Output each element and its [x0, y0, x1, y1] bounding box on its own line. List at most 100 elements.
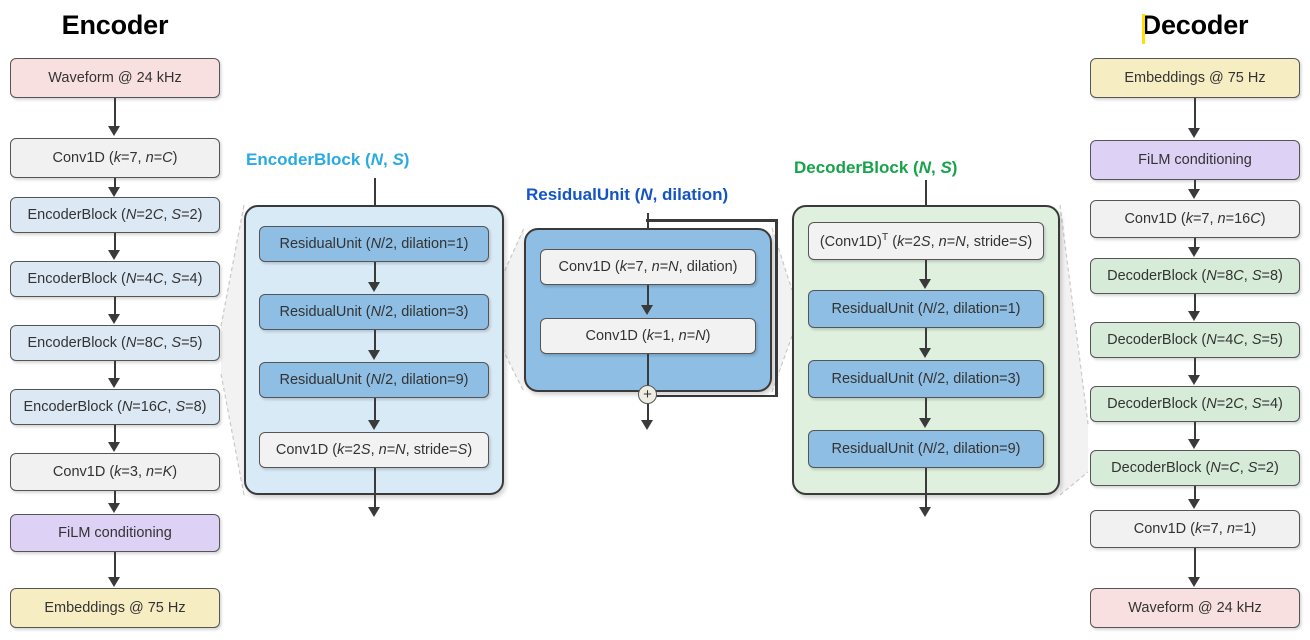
decoder-arrow-1 — [1193, 98, 1197, 129]
decoder-arrowhead-8 — [1188, 577, 1200, 587]
decoder-node-conv1d-out[interactable]: Conv1D (k=7, n=1) — [1090, 510, 1300, 548]
encoderblock-output-arrowhead — [368, 507, 380, 517]
encoderblock-residualunit-1[interactable]: ResidualUnit (N/2, dilation=1) — [259, 226, 489, 262]
decoder-node-decoderblock-4[interactable]: DecoderBlock (N=C, S=2) — [1090, 450, 1300, 486]
encoder-arrow-1 — [113, 98, 117, 127]
residual-skip-bottom — [652, 394, 778, 398]
residualunit-output-arrowhead — [641, 420, 653, 430]
encoderblock-arrowhead-3 — [368, 420, 380, 430]
decoder-node-embeddings[interactable]: Embeddings @ 75 Hz — [1090, 58, 1300, 98]
encoder-arrowhead-6 — [108, 442, 120, 452]
encoder-arrowhead-2 — [108, 187, 120, 197]
decoderblock-residualunit-1[interactable]: ResidualUnit (N/2, dilation=1) — [808, 290, 1044, 328]
decoder-arrowhead-4 — [1188, 311, 1200, 321]
encoder-node-encoderblock-4[interactable]: EncoderBlock (N=16C, S=8) — [10, 389, 220, 425]
node-label: EncoderBlock (N=8C, S=5) — [27, 334, 203, 351]
node-label: EncoderBlock (N=16C, S=8) — [23, 398, 207, 415]
decoderblock-arrow-2 — [924, 328, 928, 349]
node-label: (Conv1D)T (k=2S, n=N, stride=S) — [819, 231, 1033, 250]
decoderblock-output-arrow — [924, 468, 928, 508]
encoderblock-arrow-1 — [373, 262, 377, 283]
decoder-arrowhead-2 — [1188, 189, 1200, 199]
encoderblock-arrowhead-1 — [368, 282, 380, 292]
node-label: ResidualUnit (N/2, dilation=1) — [279, 235, 469, 252]
decoder-node-film[interactable]: FiLM conditioning — [1090, 140, 1300, 180]
encoderblock-residualunit-2[interactable]: ResidualUnit (N/2, dilation=3) — [259, 294, 489, 330]
residual-skip-right — [775, 219, 778, 397]
node-label: FiLM conditioning — [58, 524, 172, 541]
encoder-arrowhead-5 — [108, 378, 120, 388]
decoder-arrow-5 — [1193, 358, 1197, 376]
encoder-arrowhead-4 — [108, 314, 120, 324]
encoder-arrow-3 — [113, 233, 117, 251]
decoderblock-residualunit-2[interactable]: ResidualUnit (N/2, dilation=3) — [808, 360, 1044, 398]
node-label: Conv1D (k=7, n=16C) — [1124, 210, 1266, 227]
residualunit-arrowhead-1 — [641, 305, 653, 315]
encoderblock-panel-title: EncoderBlock (N, S) — [246, 150, 410, 169]
residualunit-conv1d-2[interactable]: Conv1D (k=1, n=N) — [540, 318, 756, 354]
decoder-arrow-6 — [1193, 422, 1197, 440]
decoderblock-panel-title: DecoderBlock (N, S) — [794, 158, 958, 177]
node-label: ResidualUnit (N/2, dilation=9) — [279, 371, 469, 388]
decoder-arrowhead-5 — [1188, 375, 1200, 385]
decoder-arrowhead-3 — [1188, 247, 1200, 257]
encoder-arrow-5 — [113, 361, 117, 379]
encoder-arrowhead-3 — [108, 250, 120, 260]
decoderblock-arrow-1 — [924, 260, 928, 280]
encoder-node-film[interactable]: FiLM conditioning — [10, 514, 220, 552]
encoderblock-input-arrow — [373, 178, 377, 218]
encoder-node-encoderblock-2[interactable]: EncoderBlock (N=4C, S=4) — [10, 261, 220, 297]
encoder-node-waveform[interactable]: Waveform @ 24 kHz — [10, 58, 220, 98]
decoder-node-decoderblock-3[interactable]: DecoderBlock (N=2C, S=4) — [1090, 386, 1300, 422]
decoder-node-conv1d-in[interactable]: Conv1D (k=7, n=16C) — [1090, 200, 1300, 238]
encoder-arrowhead-1 — [108, 126, 120, 136]
node-label: Waveform @ 24 kHz — [1128, 599, 1262, 616]
node-label: Conv1D (k=3, n=K) — [52, 463, 178, 480]
decoder-node-waveform[interactable]: Waveform @ 24 kHz — [1090, 588, 1300, 628]
residualunit-arrow-2 — [646, 354, 650, 386]
decoderblock-output-arrowhead — [919, 507, 931, 517]
node-label: ResidualUnit (N/2, dilation=3) — [831, 370, 1021, 387]
decoder-title: Decoder — [1090, 10, 1300, 44]
encoderblock-conv1d[interactable]: Conv1D (k=2S, n=N, stride=S) — [259, 432, 489, 468]
residualunit-input-arrow — [646, 213, 650, 237]
decoder-title-marker — [1141, 14, 1145, 44]
encoderblock-residualunit-3[interactable]: ResidualUnit (N/2, dilation=9) — [259, 362, 489, 398]
residualunit-arrow-1 — [646, 285, 650, 306]
encoder-node-conv1d-in[interactable]: Conv1D (k=7, n=C) — [10, 138, 220, 178]
encoder-arrow-7 — [113, 491, 117, 505]
encoder-arrow-6 — [113, 425, 117, 443]
decoderblock-arrowhead-1 — [919, 279, 931, 289]
node-label: DecoderBlock (N=C, S=2) — [1111, 459, 1279, 476]
decoderblock-residualunit-3[interactable]: ResidualUnit (N/2, dilation=9) — [808, 430, 1044, 468]
decoder-arrow-3 — [1193, 238, 1197, 249]
node-label: DecoderBlock (N=8C, S=8) — [1107, 267, 1283, 284]
encoder-node-encoderblock-1[interactable]: EncoderBlock (N=2C, S=2) — [10, 197, 220, 233]
node-label: DecoderBlock (N=2C, S=4) — [1107, 395, 1283, 412]
residualunit-conv1d-1[interactable]: Conv1D (k=7, n=N, dilation) — [540, 249, 756, 285]
node-label: Conv1D (k=7, n=N, dilation) — [558, 258, 738, 275]
decoderblock-convtranspose[interactable]: (Conv1D)T (k=2S, n=N, stride=S) — [808, 222, 1044, 260]
node-label: Embeddings @ 75 Hz — [44, 599, 186, 616]
decoder-arrowhead-7 — [1188, 499, 1200, 509]
encoder-arrow-4 — [113, 297, 117, 315]
encoder-title: Encoder — [61, 10, 169, 40]
node-label: Waveform @ 24 kHz — [48, 69, 182, 86]
decoder-arrowhead-6 — [1188, 439, 1200, 449]
residual-skip-top — [646, 219, 778, 222]
decoderblock-arrow-3 — [924, 398, 928, 419]
node-label: DecoderBlock (N=4C, S=5) — [1107, 331, 1283, 348]
decoder-node-decoderblock-1[interactable]: DecoderBlock (N=8C, S=8) — [1090, 258, 1300, 294]
node-label: Conv1D (k=2S, n=N, stride=S) — [275, 441, 473, 458]
encoderblock-output-arrow — [373, 468, 377, 508]
encoderblock-arrow-2 — [373, 330, 377, 351]
encoder-node-embeddings[interactable]: Embeddings @ 75 Hz — [10, 588, 220, 628]
decoder-arrowhead-1 — [1188, 128, 1200, 138]
encoder-arrowhead-8 — [108, 577, 120, 587]
encoder-node-encoderblock-3[interactable]: EncoderBlock (N=8C, S=5) — [10, 325, 220, 361]
decoderblock-arrowhead-3 — [919, 418, 931, 428]
decoder-node-decoderblock-2[interactable]: DecoderBlock (N=4C, S=5) — [1090, 322, 1300, 358]
encoderblock-arrow-3 — [373, 398, 377, 421]
encoder-node-conv1d-out[interactable]: Conv1D (k=3, n=K) — [10, 453, 220, 491]
encoder-arrow-2 — [113, 178, 117, 188]
